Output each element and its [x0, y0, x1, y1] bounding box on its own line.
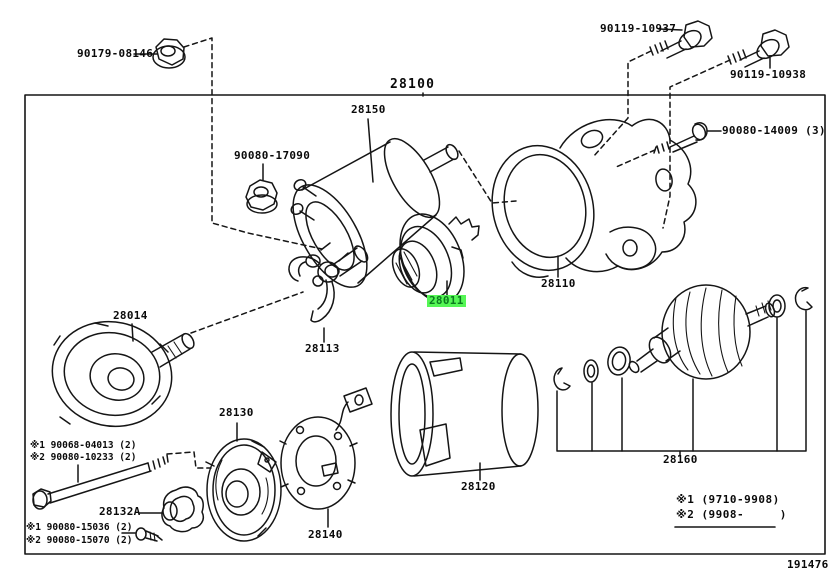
- engagement-lever-drawing: [288, 245, 369, 323]
- flange-nut-drawing: [152, 38, 186, 69]
- bolt-10937-drawing: [649, 20, 713, 59]
- drawing-number: 191476: [787, 558, 829, 571]
- brush-holder-drawing: [279, 387, 373, 510]
- end-frame-drawing: [205, 438, 282, 542]
- leader-lines: [77, 28, 807, 534]
- yoke-drawing: [390, 351, 539, 477]
- part-label-28132A[interactable]: 28132A: [99, 505, 141, 518]
- part-label-28150[interactable]: 28150: [351, 103, 386, 116]
- magnetic-switch-drawing: [290, 137, 459, 288]
- part-label-90119-10937[interactable]: 90119-10937: [600, 22, 677, 35]
- footnote-screw-2: ※2 90080-15070 (2): [26, 535, 133, 546]
- legend-row-2: ※2 (9908- ): [676, 508, 787, 521]
- part-label-28120[interactable]: 28120: [461, 480, 496, 493]
- terminal-nut-drawing: [245, 179, 278, 214]
- screw-drawing: [135, 527, 163, 542]
- bolt-10938-drawing: [727, 29, 790, 68]
- part-label-90080-14009[interactable]: 90080-14009 (3): [722, 124, 826, 137]
- assembly-label-28100[interactable]: 28100: [390, 77, 436, 92]
- part-label-90080-17090[interactable]: 90080-17090: [234, 149, 311, 162]
- part-label-28014[interactable]: 28014: [113, 309, 148, 322]
- housing-bolt-drawing: [653, 122, 708, 154]
- drive-housing-drawing: [491, 118, 697, 278]
- part-label-28130[interactable]: 28130: [219, 406, 254, 419]
- diagram-frame: [24, 94, 826, 555]
- footnote-screw-1: ※1 90080-15036 (2): [26, 522, 133, 533]
- part-label-28011-highlighted[interactable]: 28011: [427, 294, 466, 307]
- part-label-28160[interactable]: 28160: [663, 453, 698, 466]
- shaft-gear-drawing: [51, 320, 195, 428]
- part-label-90119-10938[interactable]: 90119-10938: [730, 68, 807, 81]
- footnote-through-bolt-2: ※2 90080-10233 (2): [30, 452, 137, 463]
- armature-drawing: [553, 284, 813, 391]
- part-label-28113[interactable]: 28113: [305, 342, 340, 355]
- through-bolt-drawing: [32, 454, 169, 510]
- grommet-drawing: [161, 486, 204, 533]
- part-label-28140[interactable]: 28140: [308, 528, 343, 541]
- dashed-reference-lines: [166, 37, 731, 469]
- part-label-90179-08146[interactable]: 90179-08146: [77, 47, 154, 60]
- part-label-28110[interactable]: 28110: [541, 277, 576, 290]
- footnote-through-bolt-1: ※1 90068-04013 (2): [30, 440, 137, 451]
- legend-row-1: ※1 (9710-9908): [676, 493, 780, 506]
